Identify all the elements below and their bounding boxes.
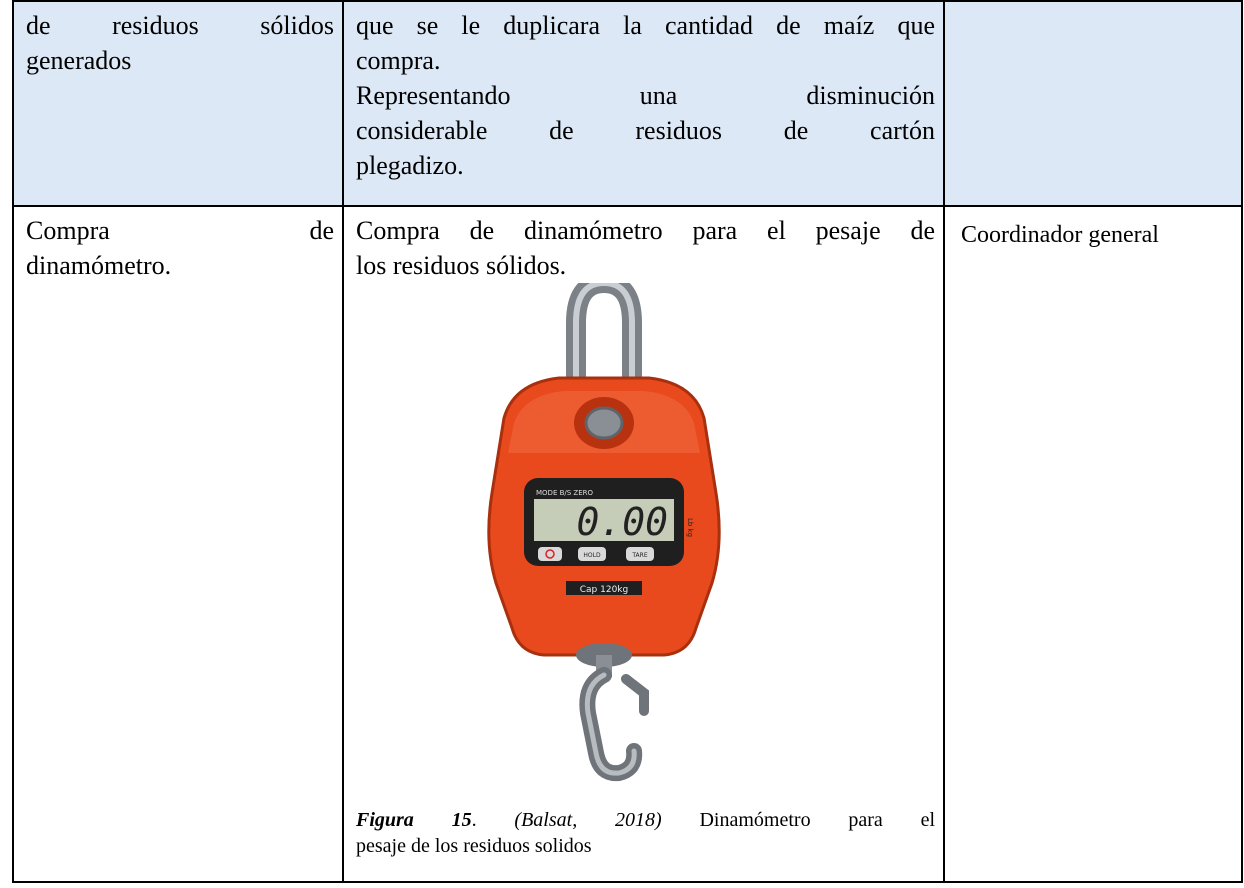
dynamometer-figure: MODE B/S ZERO 0.00 Lb kg HOLD xyxy=(344,272,943,803)
svg-text:HOLD: HOLD xyxy=(583,552,601,559)
bottom-hook xyxy=(579,667,643,782)
figure-caption: Figura 15. (Balsat, 2018) Dinamómetro pa… xyxy=(356,809,936,857)
table-cell xyxy=(943,0,1243,207)
crane-scale-illustration: MODE B/S ZERO 0.00 Lb kg HOLD xyxy=(487,272,721,782)
table-row: de residuos sólidos generados que se le … xyxy=(12,0,1243,207)
svg-text:TARE: TARE xyxy=(631,552,647,559)
figure-label: Figura 15 xyxy=(356,809,472,831)
unit-labels: Lb kg xyxy=(686,518,694,537)
figure-citation: (Balsat, 2018) xyxy=(514,809,662,831)
hold-button: HOLD xyxy=(578,547,606,561)
table-cell: que se le duplicara la cantidad de maíz … xyxy=(342,0,945,207)
tare-button: TARE xyxy=(626,547,654,561)
capacity-plate xyxy=(566,581,642,595)
table-row: Compra de dinamómetro. Compra de dinamóm… xyxy=(12,205,1243,883)
capacity-label: Cap 120kg xyxy=(580,585,628,595)
cell-text: que se le duplicara la cantidad de maíz … xyxy=(356,11,935,180)
table-cell: de residuos sólidos generados xyxy=(12,0,344,207)
caption-text-line2: pesaje de los residuos solidos xyxy=(356,835,592,857)
responsible-role: Coordinador general xyxy=(961,222,1159,248)
table-cell: Coordinador general xyxy=(943,205,1243,883)
cell-text: Compra de dinamómetro para el pesaje de … xyxy=(356,216,935,280)
power-button xyxy=(538,547,562,561)
table-cell: Compra de dinamómetro. xyxy=(12,205,344,883)
table-cell: Compra de dinamómetro para el pesaje de … xyxy=(342,205,945,883)
caption-text: Dinamómetro para el xyxy=(699,809,936,831)
lcd-screen xyxy=(534,499,674,541)
cell-text: de residuos sólidos generados xyxy=(26,11,334,75)
lcd-readout: 0.00 xyxy=(576,500,668,544)
cell-text: Compra de dinamómetro. xyxy=(26,216,334,280)
display-header: MODE B/S ZERO xyxy=(536,489,593,497)
activities-table: de residuos sólidos generados que se le … xyxy=(12,0,1243,883)
